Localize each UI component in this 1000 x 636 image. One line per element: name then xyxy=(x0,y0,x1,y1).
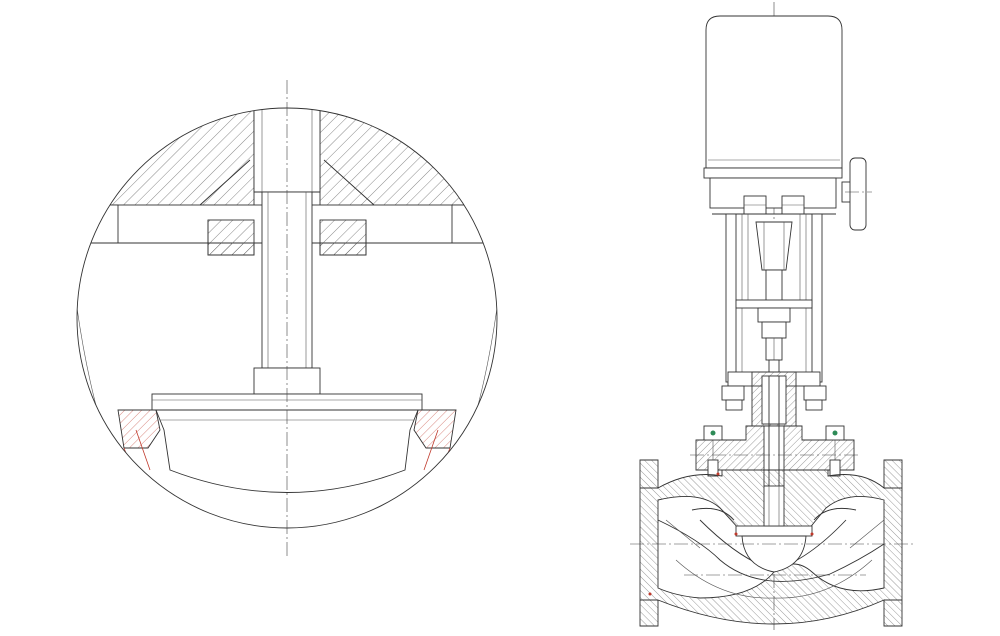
seat-ring-right xyxy=(413,409,457,449)
gland-nut-right xyxy=(803,385,827,401)
actuator-housing xyxy=(705,15,843,169)
seat-ring-left xyxy=(117,409,161,449)
handwheel-icon xyxy=(849,157,867,231)
stem-coupling xyxy=(755,221,793,271)
plug-head xyxy=(741,535,807,573)
bonnet-studs xyxy=(703,425,845,477)
seat-ring xyxy=(735,525,813,537)
gland-nut-left xyxy=(721,385,745,401)
travel-indicator xyxy=(735,299,813,309)
actuator-base xyxy=(703,167,843,179)
assembly-view xyxy=(630,2,915,630)
valve-plug xyxy=(155,409,419,493)
detail-view xyxy=(76,80,498,556)
actuator-mount xyxy=(709,177,837,209)
